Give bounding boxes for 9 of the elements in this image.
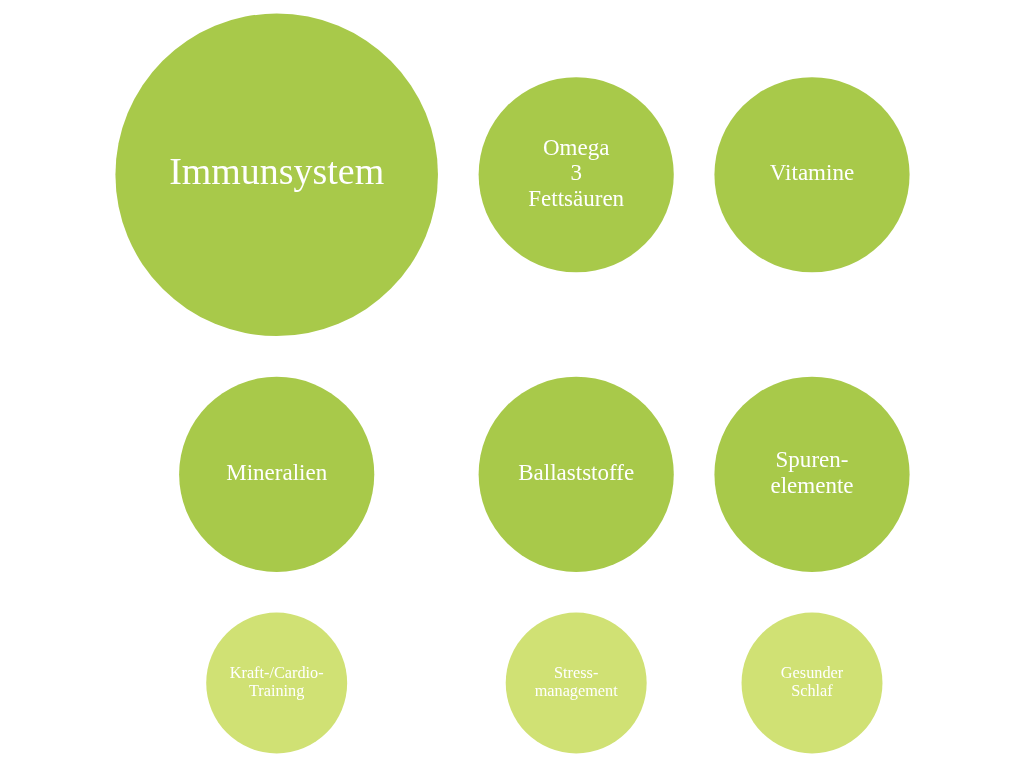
node-circle: Ballaststoffe (478, 376, 674, 572)
node-circle: Kraft-/Cardio- Training (205, 612, 347, 754)
node-circle: Omega 3 Fettsäuren (478, 77, 674, 273)
node-circle: Spuren- elemente (713, 376, 910, 572)
node-circle: Mineralien (178, 376, 374, 572)
node-circle: Gesunder Schlaf (741, 612, 882, 754)
node-circle: Vitamine (713, 77, 910, 273)
node-circle: Stress- management (505, 612, 647, 754)
node-circle: Immunsystem (114, 13, 438, 337)
